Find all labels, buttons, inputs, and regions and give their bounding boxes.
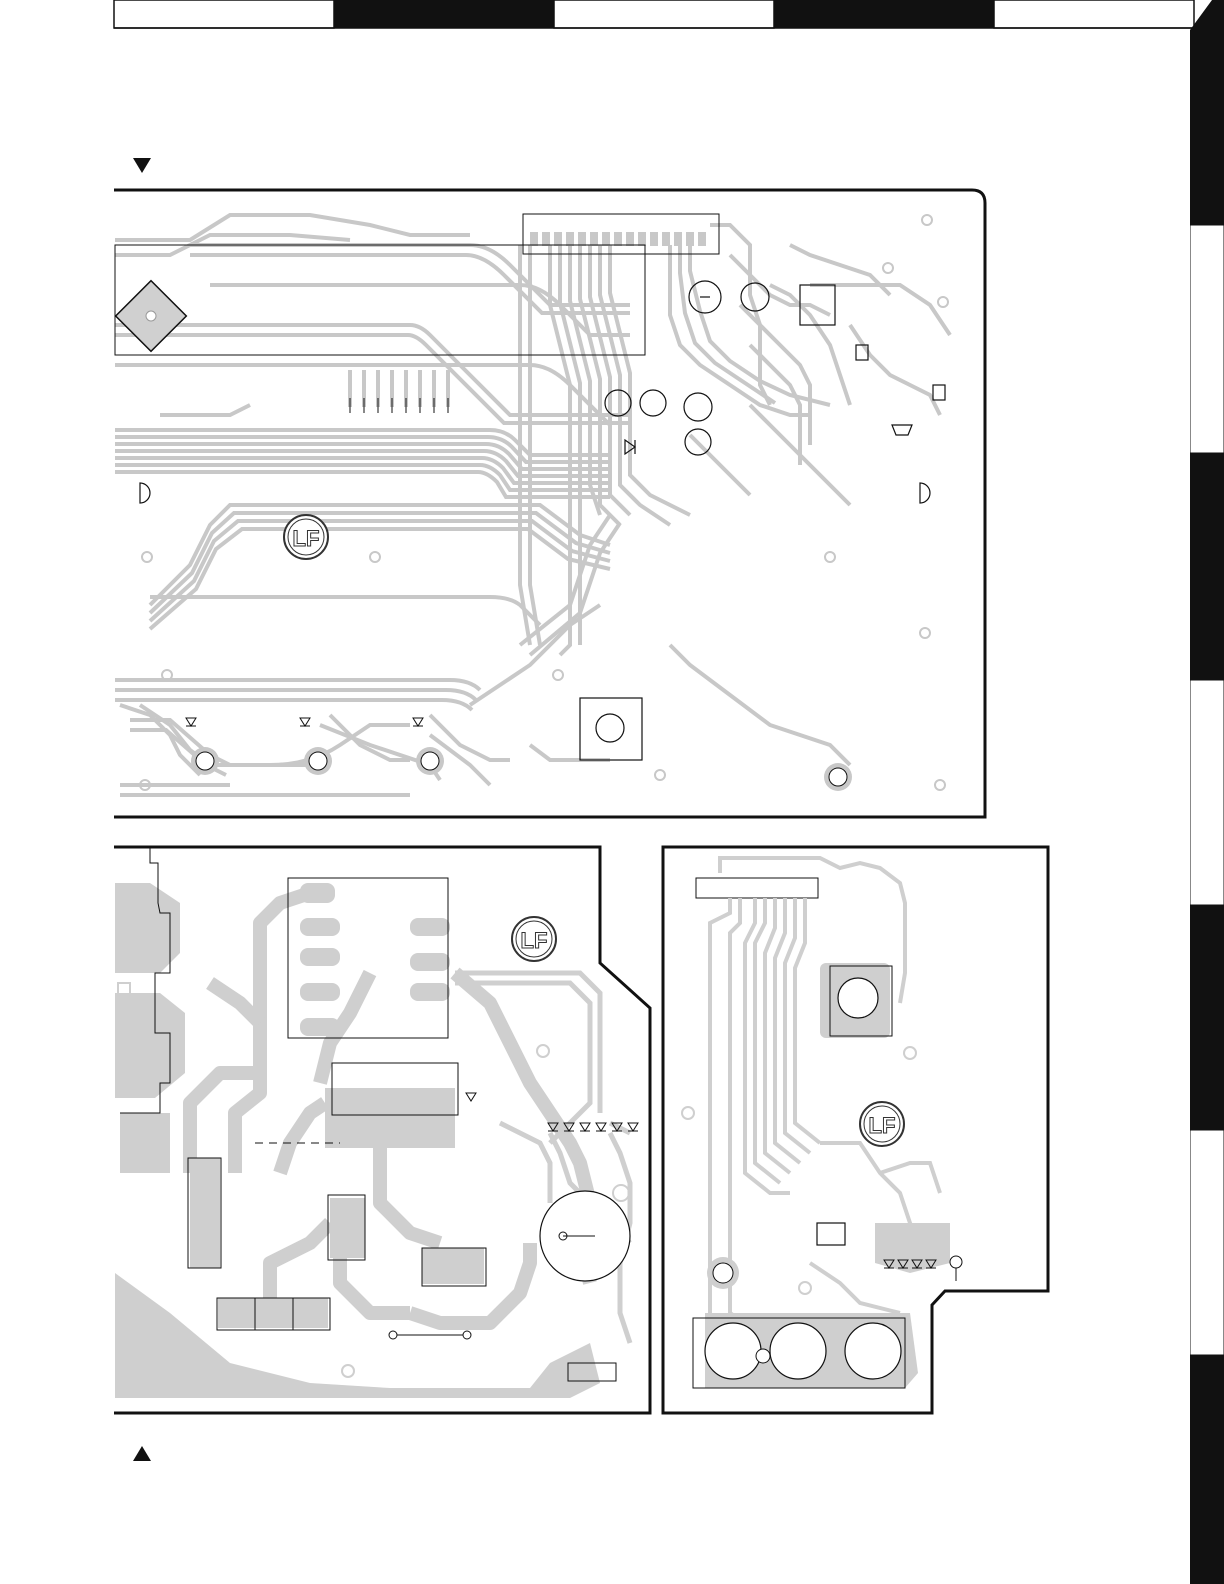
bottom-pads-top xyxy=(191,747,852,791)
svg-text:LF: LF xyxy=(293,526,320,551)
down-triangle-icon xyxy=(133,158,151,173)
edge-tab-3 xyxy=(1190,453,1224,680)
connector-br xyxy=(696,878,818,898)
comb-pads xyxy=(350,370,448,407)
edge-tab-5 xyxy=(1190,905,1224,1130)
top-board-traces xyxy=(115,215,950,795)
edge-tabs xyxy=(1190,0,1224,1584)
thin-traces-bl xyxy=(455,973,630,1343)
edge-tab-6 xyxy=(1190,1130,1224,1355)
connector-pads-top xyxy=(530,232,706,246)
edge-tab-1 xyxy=(1190,0,1224,225)
header-bands xyxy=(0,0,1224,40)
display-module-outline xyxy=(115,245,645,355)
lf-logo-top: LF xyxy=(284,515,328,559)
top-board: LF xyxy=(110,185,1000,830)
svg-text:LF: LF xyxy=(521,928,548,953)
lf-logo-bl: LF xyxy=(512,917,556,961)
edge-tab-4 xyxy=(1190,680,1224,905)
speaker-pads-br xyxy=(693,1318,905,1388)
edge-tab-7 xyxy=(1190,1355,1224,1584)
up-triangle-icon xyxy=(133,1446,151,1461)
svg-text:LF: LF xyxy=(869,1113,896,1138)
bottom-right-board: LF xyxy=(660,843,1055,1433)
lf-logo-br: LF xyxy=(860,1102,904,1146)
switch-box xyxy=(580,698,642,760)
diamond-ic xyxy=(116,281,187,352)
edge-tab-2 xyxy=(1190,225,1224,453)
bottom-left-board: LF xyxy=(110,843,655,1433)
